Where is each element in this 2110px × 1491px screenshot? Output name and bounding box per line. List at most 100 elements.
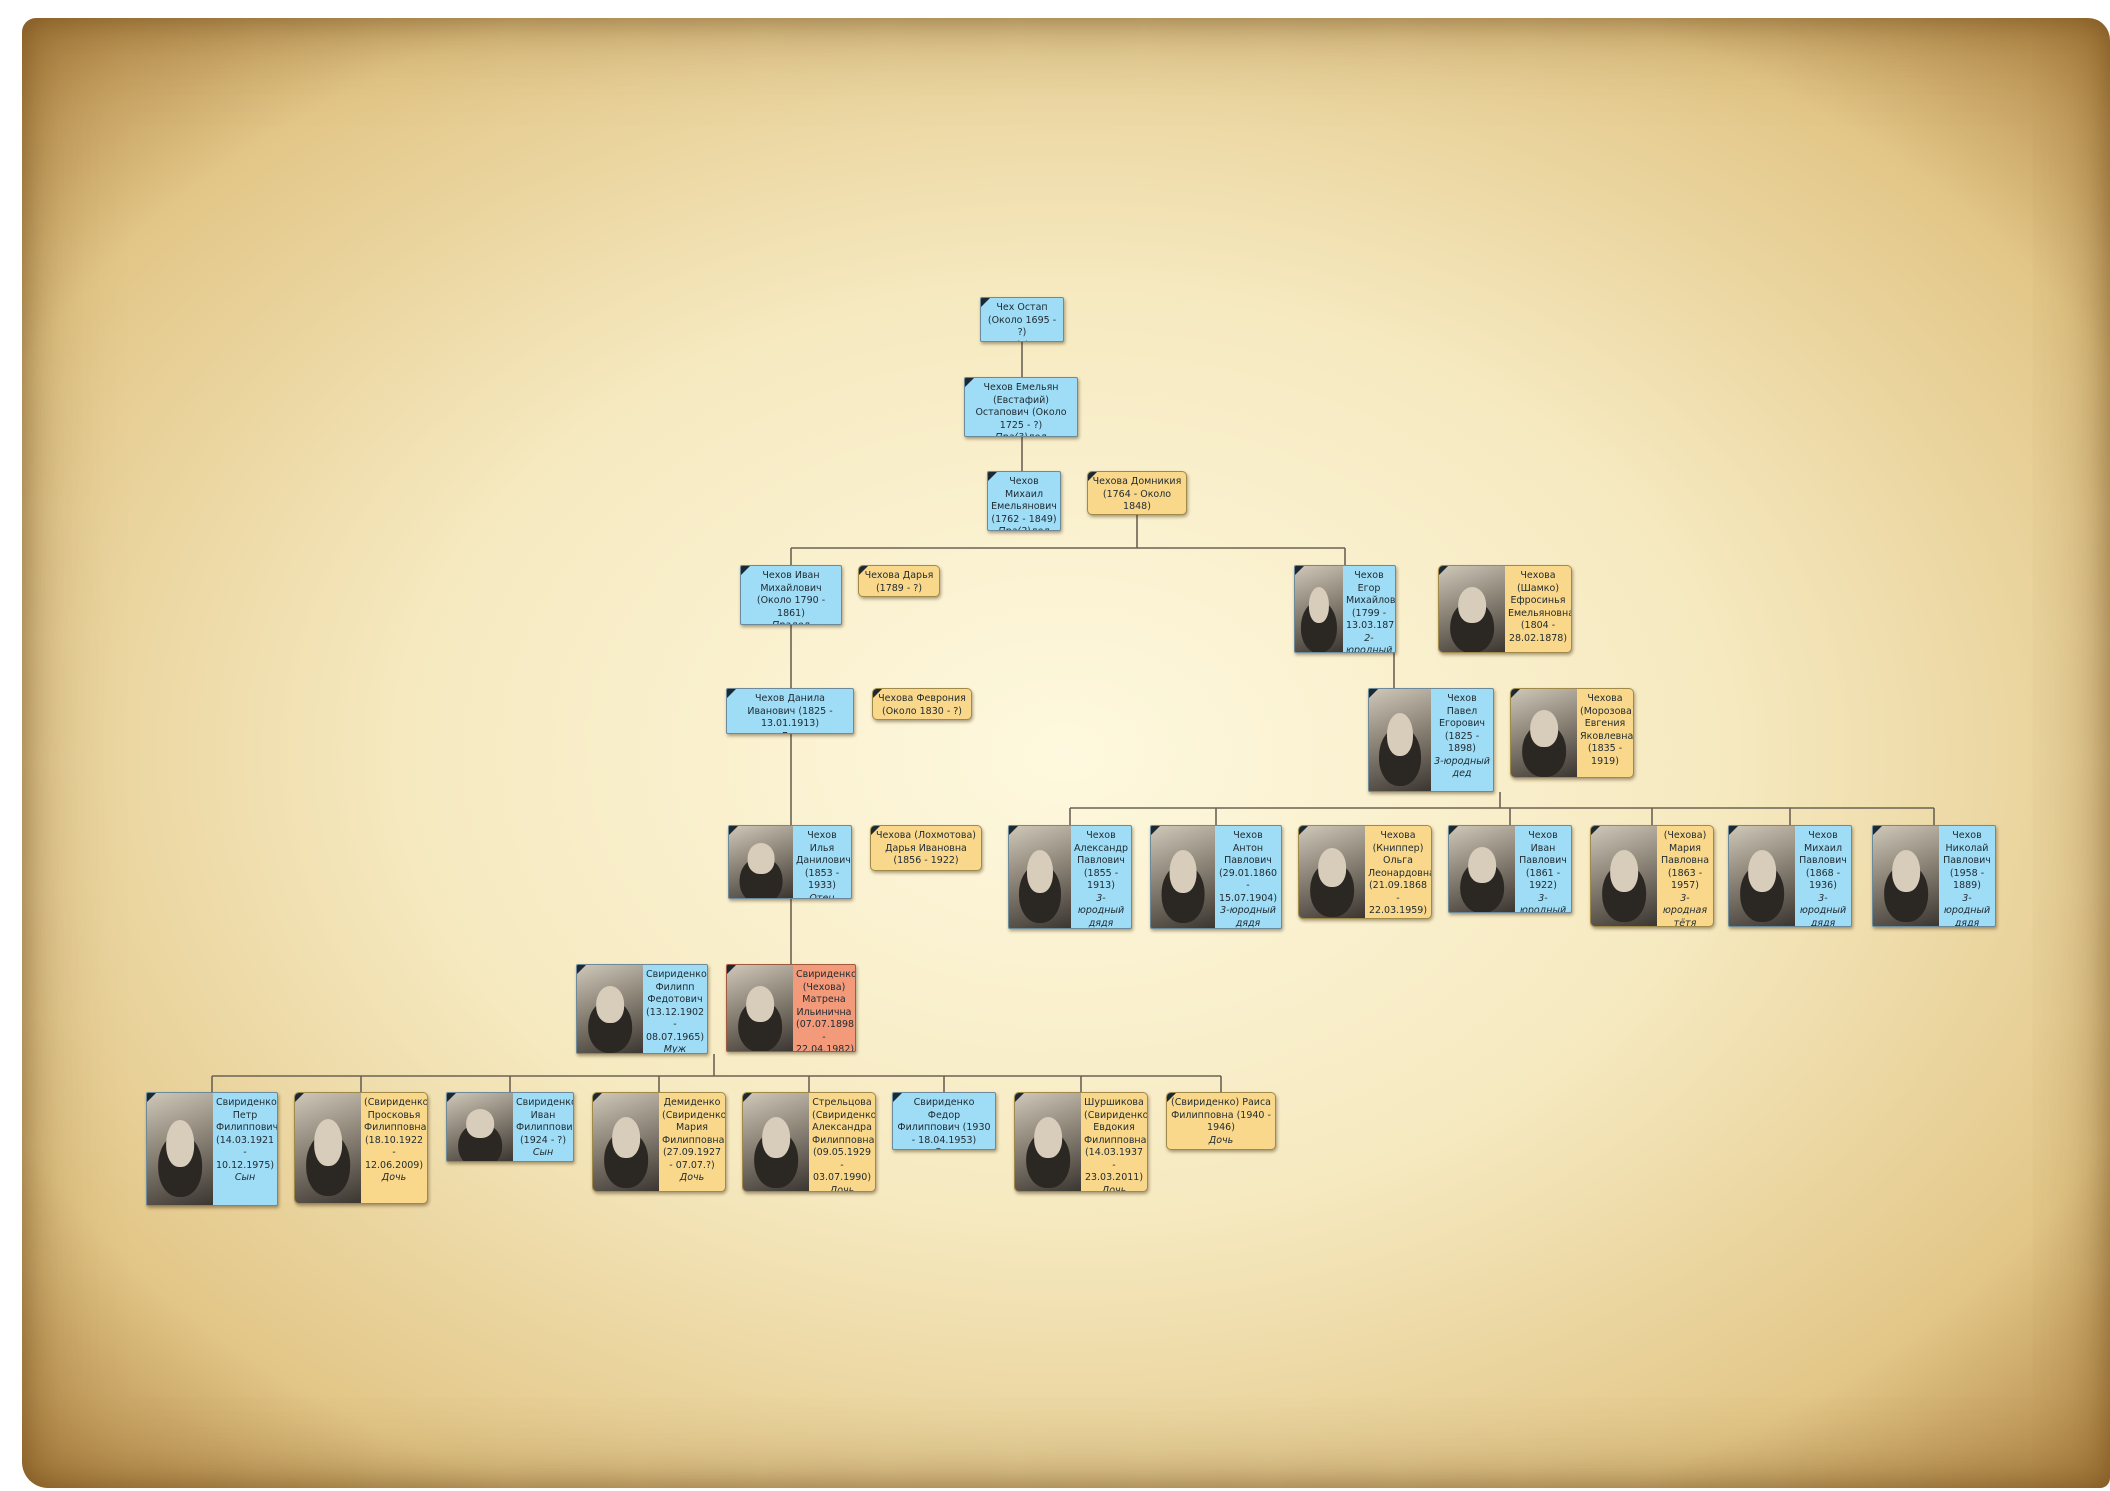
person-card-egor[interactable]: Чехов Егор Михайлович (1799 - 13.03.1879… — [1294, 565, 1396, 653]
person-relation: Дочь — [829, 1184, 855, 1192]
card-corner-marker — [295, 1093, 304, 1102]
portrait-silhouette — [746, 985, 774, 1022]
person-card-mikhail-p[interactable]: Чехов Михаил Павлович (1868 - 1936)3-юро… — [1728, 825, 1852, 927]
person-photo — [1299, 826, 1365, 918]
person-card-ivan-p[interactable]: Чехов Иван Павлович (1861 - 1922)3-юродн… — [1448, 825, 1572, 913]
person-details: Чехова (Шамко) Ефросинья Емельяновна (18… — [1505, 566, 1571, 652]
person-name: (Свириденко) Просковья Филипповна — [364, 1097, 427, 1133]
person-card-maria-p[interactable]: (Чехова) Мария Павловна (1863 - 1957)3-ю… — [1590, 825, 1714, 927]
person-details: Чехов Антон Павлович (29.01.1860 - 15.07… — [1215, 826, 1281, 928]
person-name: Чехов Егор Михайлович — [1346, 570, 1395, 606]
person-card-daria-l[interactable]: Чехова (Лохмотова) Дарья Ивановна (1856 … — [870, 825, 982, 871]
person-details: Чехова (Книппер) Ольга Леонардовна (21.0… — [1365, 826, 1431, 918]
person-dates: (1924 - ?) — [519, 1134, 567, 1146]
person-card-ilia[interactable]: Чехов Илья Данилович (1853 - 1933)Отец — [728, 825, 852, 899]
person-card-anton[interactable]: Чехов Антон Павлович (29.01.1860 - 15.07… — [1150, 825, 1282, 929]
person-dates: (1930 - 18.04.1953) — [911, 1122, 991, 1146]
person-relation: 3-юродный дядя — [1077, 892, 1125, 929]
person-relation: 3-юродный дядя — [1519, 892, 1567, 913]
person-details: Свириденко Петр Филиппович (14.03.1921 -… — [213, 1093, 277, 1205]
person-name: Чехова Домникия — [1092, 476, 1182, 487]
person-card-ostap[interactable]: Чех Остап (Около 1695 - ?)Пра(4)дед — [980, 297, 1064, 342]
person-card-emelian[interactable]: Чехов Емельян (Евстафий) Остапович (Окол… — [964, 377, 1078, 437]
portrait-silhouette — [1892, 850, 1920, 892]
person-dates: (1861 - 1922) — [1525, 867, 1561, 892]
card-corner-marker — [593, 1093, 602, 1102]
person-details: Чехов Иван Михайлович (Около 1790 - 1861… — [741, 566, 841, 624]
person-photo — [1369, 689, 1431, 791]
person-photo — [1729, 826, 1795, 926]
person-name: Чехов Александр Павлович — [1074, 830, 1129, 866]
person-card-evgenia[interactable]: Чехова (Морозова) Евгения Яковлевна (183… — [1510, 688, 1634, 778]
person-photo — [295, 1093, 361, 1203]
person-card-proskovia[interactable]: (Свириденко) Просковья Филипповна (18.10… — [294, 1092, 428, 1204]
person-name: Стрельцова (Свириденко) Александра Филип… — [812, 1097, 875, 1146]
person-dates: (18.10.1922 - 12.06.2009) — [364, 1134, 424, 1171]
portrait-silhouette — [1468, 846, 1496, 883]
person-card-matrena[interactable]: Свириденко (Чехова) Матрена Ильинична (0… — [726, 964, 856, 1052]
person-dates: (1868 - 1936) — [1805, 867, 1841, 892]
portrait-silhouette — [1026, 850, 1054, 894]
person-card-ivan-m[interactable]: Чехов Иван Михайлович (Около 1790 - 1861… — [740, 565, 842, 625]
card-corner-marker — [1151, 826, 1160, 835]
person-photo — [447, 1093, 513, 1161]
person-card-alexandra[interactable]: Стрельцова (Свириденко) Александра Филип… — [742, 1092, 876, 1192]
person-card-ivan-f[interactable]: Свириденко Иван Филиппович (1924 - ?)Сын — [446, 1092, 574, 1162]
person-card-alexandr[interactable]: Чехов Александр Павлович (1855 - 1913)3-… — [1008, 825, 1132, 929]
person-relation: Дочь — [381, 1172, 407, 1183]
card-corner-marker — [1439, 566, 1448, 575]
card-corner-marker — [1015, 1093, 1024, 1102]
person-dates: (1853 - 1933) — [804, 867, 840, 892]
person-card-fevronia[interactable]: Чехова Феврония (Около 1830 - ?) — [872, 688, 972, 720]
person-details: Чех Остап (Около 1695 - ?)Пра(4)дед — [981, 298, 1063, 341]
person-card-daria[interactable]: Чехова Дарья (1789 - ?) — [858, 565, 940, 597]
person-card-evdokia[interactable]: Шуршикова (Свириденко) Евдокия Филипповн… — [1014, 1092, 1148, 1192]
person-details: Свириденко (Чехова) Матрена Ильинична (0… — [793, 965, 855, 1051]
card-corner-marker — [873, 689, 882, 698]
person-details: Свириденко Федор Филиппович (1930 - 18.0… — [893, 1093, 995, 1149]
portrait-silhouette — [762, 1116, 790, 1158]
person-details: Стрельцова (Свириденко) Александра Филип… — [809, 1093, 875, 1191]
person-name: Чех Остап — [996, 302, 1048, 313]
person-card-fedor[interactable]: Свириденко Федор Филиппович (1930 - 18.0… — [892, 1092, 996, 1150]
person-relation: Дочь — [679, 1172, 705, 1183]
person-card-mikhail-e[interactable]: Чехов Михаил Емельянович (1762 - 1849)Пр… — [987, 471, 1061, 531]
person-dates: (27.09.1927 - 07.07.?) — [662, 1147, 722, 1171]
person-details: Чехова (Лохмотова) Дарья Ивановна (1856 … — [871, 826, 981, 870]
portrait-silhouette — [747, 843, 775, 874]
person-details: Демиденко (Свириденко) Мария Филипповна … — [659, 1093, 725, 1191]
person-card-pavel[interactable]: Чехов Павел Егорович (1825 - 1898)3-юрод… — [1368, 688, 1494, 792]
card-corner-marker — [859, 566, 868, 575]
person-card-nikolai[interactable]: Чехов Николай Павлович (1958 - 1889)3-юр… — [1872, 825, 1996, 927]
person-name: Чехова (Книппер) Ольга Леонардовна — [1368, 830, 1431, 879]
person-card-maria-f[interactable]: Демиденко (Свириденко) Мария Филипповна … — [592, 1092, 726, 1192]
person-details: Чехов Павел Егорович (1825 - 1898)3-юрод… — [1431, 689, 1493, 791]
person-photo — [593, 1093, 659, 1191]
person-dates: (1825 - 13.01.1913) — [760, 705, 833, 730]
person-photo — [1151, 826, 1215, 928]
person-details: Шуршикова (Свириденко) Евдокия Филипповн… — [1081, 1093, 1147, 1191]
person-details: Чехов Иван Павлович (1861 - 1922)3-юродн… — [1515, 826, 1571, 912]
person-details: Чехов Николай Павлович (1958 - 1889)3-юр… — [1939, 826, 1995, 926]
person-details: Чехов Илья Данилович (1853 - 1933)Отец — [793, 826, 851, 898]
person-card-petr[interactable]: Свириденко Петр Филиппович (14.03.1921 -… — [146, 1092, 278, 1206]
person-relation: Муж — [663, 1044, 687, 1053]
person-card-filipp[interactable]: Свириденко Филипп Федотович (13.12.1902 … — [576, 964, 708, 1054]
person-dates: (1855 - 1913) — [1083, 867, 1119, 892]
person-details: Чехов Михаил Емельянович (1762 - 1849)Пр… — [988, 472, 1060, 530]
person-photo — [1449, 826, 1515, 912]
card-corner-marker — [741, 566, 750, 575]
portrait-silhouette — [166, 1119, 194, 1167]
person-card-danila[interactable]: Чехов Данила Иванович (1825 - 13.01.1913… — [726, 688, 854, 734]
person-details: Свириденко Филипп Федотович (13.12.1902 … — [643, 965, 707, 1053]
person-card-domnikiya[interactable]: Чехова Домникия (1764 - Около 1848)Пра(2… — [1087, 471, 1187, 515]
person-relation: Сын — [896, 1147, 992, 1149]
person-dates: (14.03.1937 - 23.03.2011) — [1084, 1147, 1144, 1183]
person-card-raisa[interactable]: (Свириденко) Раиса Филипповна (1940 - 19… — [1166, 1092, 1276, 1150]
person-relation: 3-юродный дядя — [1943, 892, 1991, 927]
portrait-silhouette — [596, 986, 624, 1024]
person-card-olga[interactable]: Чехова (Книппер) Ольга Леонардовна (21.0… — [1298, 825, 1432, 919]
card-corner-marker — [988, 472, 997, 481]
person-card-efrosinia[interactable]: Чехова (Шамко) Ефросинья Емельяновна (18… — [1438, 565, 1572, 653]
person-details: Чехова Феврония (Около 1830 - ?) — [873, 689, 971, 719]
